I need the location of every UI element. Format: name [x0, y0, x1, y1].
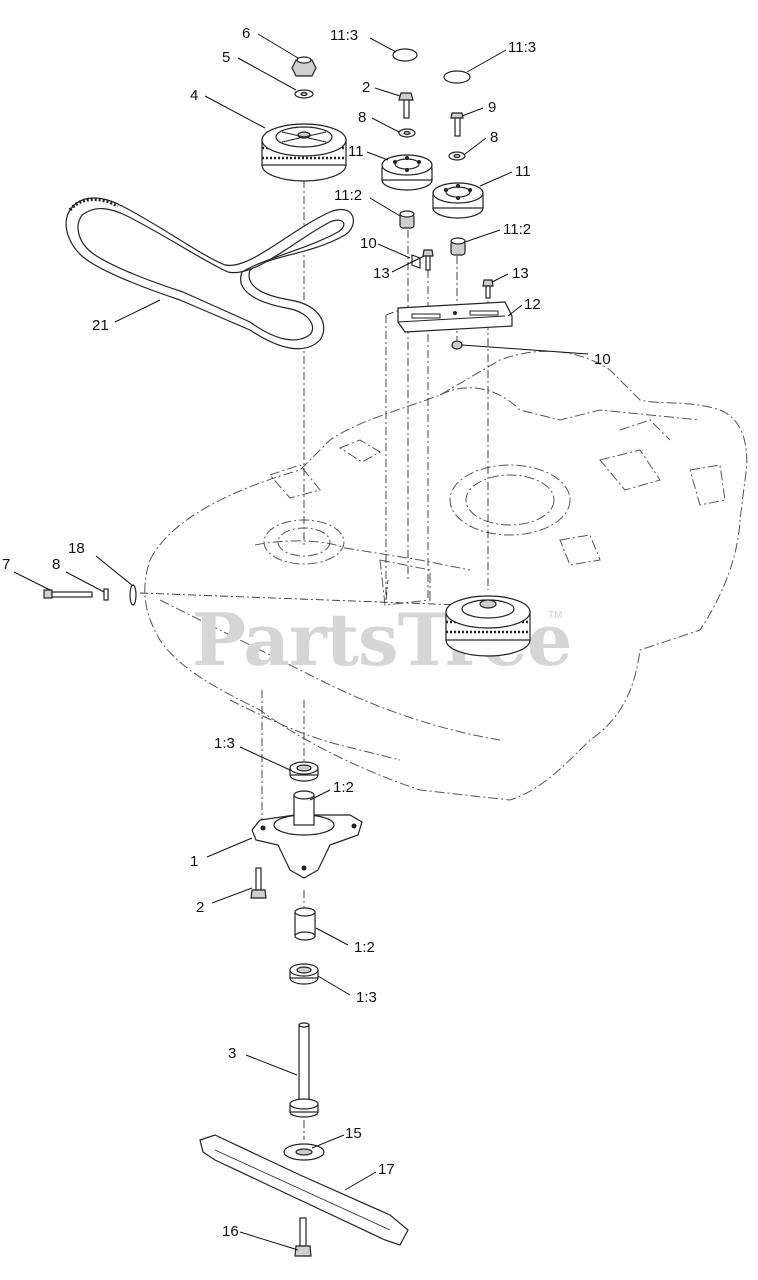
- callout-1-2-lower: 1:2: [354, 939, 375, 956]
- callout-8-left: 8: [358, 109, 366, 126]
- mower-deck-outline: [144, 350, 748, 801]
- callout-13-right: 13: [512, 265, 529, 282]
- bolt-2-upper: [398, 92, 414, 119]
- callout-10-lower: 10: [594, 351, 611, 368]
- callout-11-right: 11: [515, 163, 531, 180]
- drive-belt: [65, 197, 354, 350]
- blade-17: [199, 1134, 409, 1246]
- spring-18: [129, 584, 137, 606]
- bearing-1-3-lower: [289, 963, 319, 985]
- idler-bracket-12: [397, 301, 513, 333]
- bolt-2-lower: [250, 867, 267, 899]
- nut-6: [291, 56, 317, 77]
- bearing-11-2-right: [450, 237, 466, 256]
- callout-11-2-right: 11:2: [503, 221, 531, 238]
- callout-7: 7: [2, 556, 10, 573]
- callout-6: 6: [242, 25, 250, 42]
- callout-11-3-right: 11:3: [508, 39, 536, 56]
- callout-1: 1: [190, 853, 198, 870]
- spacer-10-lower: [451, 340, 463, 350]
- callout-5: 5: [222, 49, 230, 66]
- callout-9: 9: [488, 99, 496, 116]
- callout-labels: 6 5 4 11:3 2 8 11 11:2 10 13 11:3 9 8 11…: [2, 25, 611, 1240]
- spindle-housing-1: [251, 790, 363, 879]
- blade-bolt-16: [294, 1217, 312, 1257]
- watermark-trademark: TM: [548, 610, 562, 621]
- bolt-13-left: [422, 249, 434, 271]
- bolt-13-right: [482, 279, 494, 299]
- washer-8-side: [103, 588, 109, 601]
- cap-11-3-left: [392, 48, 418, 62]
- callout-1-3-upper: 1:3: [214, 735, 235, 752]
- callout-1-3-lower: 1:3: [356, 989, 377, 1006]
- callout-10-upper: 10: [360, 235, 377, 252]
- leader-lines: [13, 33, 589, 1251]
- idler-pulley-11-left: [381, 154, 433, 191]
- drive-pulley: [261, 123, 347, 182]
- callout-18: 18: [68, 540, 85, 557]
- callout-15: 15: [345, 1125, 362, 1142]
- spindle-pulley-on-deck: [445, 595, 531, 657]
- callout-2-upper: 2: [362, 79, 370, 96]
- callout-1-2-upper: 1:2: [333, 779, 354, 796]
- alignment-lines: [139, 180, 489, 1140]
- callout-16: 16: [222, 1223, 239, 1240]
- callout-3: 3: [228, 1045, 236, 1062]
- washer-8-left: [398, 128, 416, 138]
- spindle-shaft-3: [289, 1022, 319, 1118]
- callout-13-left: 13: [373, 265, 390, 282]
- cap-11-3-right: [443, 70, 471, 84]
- callout-17: 17: [378, 1161, 395, 1178]
- callout-11-2-left: 11:2: [334, 187, 362, 204]
- callout-11-left: 11: [348, 143, 364, 160]
- spacer-1-2-lower: [294, 907, 316, 941]
- callout-21: 21: [92, 317, 109, 334]
- blade-adapter-15: [283, 1143, 325, 1161]
- bolt-9: [450, 112, 464, 137]
- callout-8-side: 8: [52, 556, 60, 573]
- bolt-7-side: [43, 589, 93, 599]
- callout-2-lower: 2: [196, 899, 204, 916]
- callout-4: 4: [190, 87, 198, 104]
- washer-8-right: [448, 151, 466, 161]
- callout-8-right: 8: [490, 129, 498, 146]
- washer-5: [294, 89, 314, 99]
- bearing-11-2-left: [399, 210, 415, 229]
- idler-pulley-11-right: [432, 182, 484, 219]
- bearing-1-3-upper: [289, 761, 319, 782]
- callout-12: 12: [524, 296, 541, 313]
- callout-11-3-left: 11:3: [330, 27, 358, 44]
